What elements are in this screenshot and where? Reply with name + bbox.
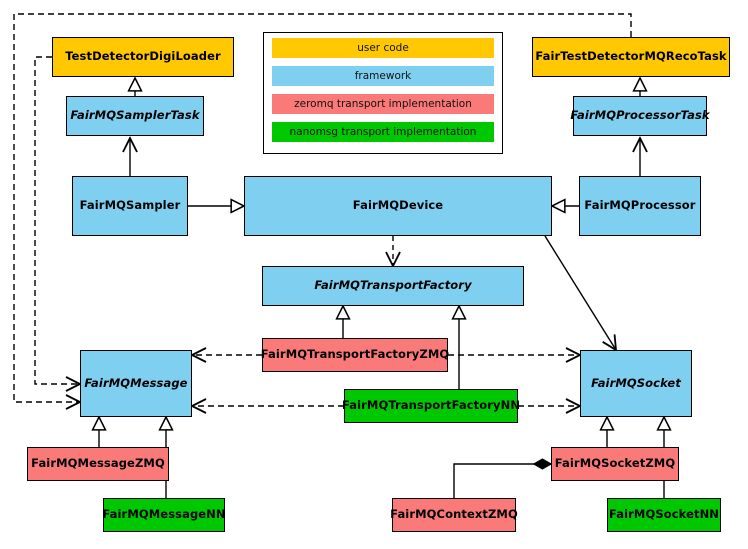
class-node-fairmqprocessortask[interactable]: FairMQProcessorTask bbox=[570, 96, 710, 136]
class-node-label: FairMQMessageNN bbox=[102, 507, 226, 522]
legend-item-label: user code bbox=[357, 42, 409, 54]
class-node-fairmqmessagezmq[interactable]: FairMQMessageZMQ bbox=[27, 447, 169, 481]
class-node-label: FairMQTransportFactory bbox=[314, 278, 472, 293]
class-node-fairmqprocessor[interactable]: FairMQProcessor bbox=[579, 176, 701, 236]
class-node-label: TestDetectorDigiLoader bbox=[65, 49, 221, 64]
class-node-label: FairMQSocket bbox=[591, 375, 681, 390]
class-node-label: FairMQMessage bbox=[84, 375, 188, 390]
legend-item-label: nanomsg transport implementation bbox=[289, 126, 477, 138]
class-node-label: FairMQTransportFactoryZMQ bbox=[260, 347, 450, 362]
class-node-fairmqsocket[interactable]: FairMQSocket bbox=[580, 350, 692, 417]
class-node-fairtestdetectormqrecotask[interactable]: FairTestDetectorMQRecoTask bbox=[532, 37, 730, 77]
edge-association-device-socket bbox=[544, 235, 616, 350]
class-node-fairmqdevice[interactable]: FairMQDevice bbox=[244, 176, 552, 236]
class-node-fairmqcontextzmq[interactable]: FairMQContextZMQ bbox=[390, 498, 518, 532]
class-node-fairmqtransportfactory[interactable]: FairMQTransportFactory bbox=[262, 266, 524, 306]
legend-item-label: framework bbox=[354, 70, 412, 82]
class-node-label: FairMQDevice bbox=[352, 198, 444, 213]
legend-item-zeromq: zeromq transport implementation bbox=[272, 94, 494, 114]
class-node-label: FairMQProcessor bbox=[584, 198, 696, 213]
legend-item-nanomsg: nanomsg transport implementation bbox=[272, 122, 494, 142]
class-node-label: FairMQSocketZMQ bbox=[554, 456, 676, 471]
legend-item-framework: framework bbox=[272, 66, 494, 86]
class-node-fairmqsamplertask[interactable]: FairMQSamplerTask bbox=[66, 96, 204, 136]
class-node-fairmqmessage[interactable]: FairMQMessage bbox=[80, 350, 192, 417]
class-node-fairmqtransportfactoryzmq[interactable]: FairMQTransportFactoryZMQ bbox=[260, 338, 450, 372]
class-node-label: FairMQTransportFactoryNN bbox=[341, 398, 521, 413]
class-node-label: FairMQSamplerTask bbox=[70, 108, 200, 123]
legend-item-user-code: user code bbox=[272, 38, 494, 58]
class-node-testdetectordigiloader[interactable]: TestDetectorDigiLoader bbox=[52, 37, 234, 77]
class-node-label: FairMQMessageZMQ bbox=[31, 456, 165, 471]
class-node-fairmqsampler[interactable]: FairMQSampler bbox=[72, 176, 188, 236]
class-node-label: FairMQProcessorTask bbox=[570, 108, 710, 123]
class-node-fairmqmessagenn[interactable]: FairMQMessageNN bbox=[102, 498, 226, 532]
edge-composition-socketzmq-contextzmq bbox=[453, 458, 553, 498]
legend-item-label: zeromq transport implementation bbox=[294, 98, 472, 110]
class-node-label: FairMQSocketNN bbox=[608, 507, 720, 522]
class-node-fairmqtransportfactorynn[interactable]: FairMQTransportFactoryNN bbox=[341, 389, 521, 423]
class-node-label: FairMQSampler bbox=[79, 198, 181, 213]
class-node-label: FairTestDetectorMQRecoTask bbox=[535, 49, 727, 64]
class-node-fairmqsocketzmq[interactable]: FairMQSocketZMQ bbox=[551, 447, 679, 481]
class-node-label: FairMQContextZMQ bbox=[390, 507, 518, 522]
class-node-fairmqsocketnn[interactable]: FairMQSocketNN bbox=[607, 498, 721, 532]
